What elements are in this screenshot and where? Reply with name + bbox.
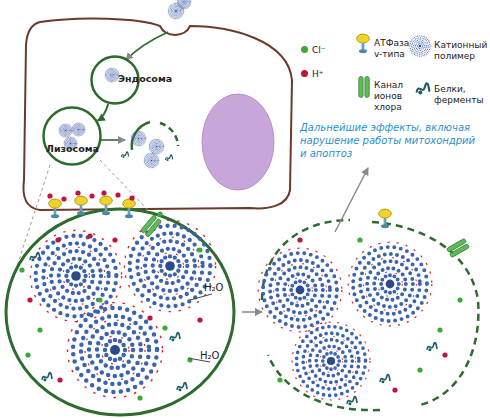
legend-text: Катионный полимер	[434, 40, 490, 62]
transport-arrow	[98, 104, 108, 121]
circle-outline	[42, 106, 102, 166]
node-label: Лизосома	[46, 143, 99, 154]
legend-swatch	[301, 70, 308, 77]
water-label: H₂O	[200, 350, 240, 361]
legend-text: АТФаза v-типа	[374, 38, 419, 60]
legend-text: Белки, ферменты	[434, 84, 490, 106]
node-label: Эндосома	[118, 73, 172, 84]
big-lysosome	[6, 190, 234, 415]
lysosome-circle: Лизосома	[42, 106, 102, 166]
ruptured-lysosome	[258, 168, 478, 410]
legend-text: Cl⁻	[312, 45, 352, 56]
endosome-circle: Эндосома	[90, 55, 140, 105]
legend-text: Канал ионов хлора	[374, 80, 419, 113]
legend-swatch	[301, 46, 308, 53]
cell	[23, 0, 292, 210]
note-text: Дальнейшие эффекты, включая нарушение ра…	[300, 121, 480, 160]
water-label: H₂O	[204, 282, 244, 293]
legend-text: H⁺	[312, 69, 352, 80]
